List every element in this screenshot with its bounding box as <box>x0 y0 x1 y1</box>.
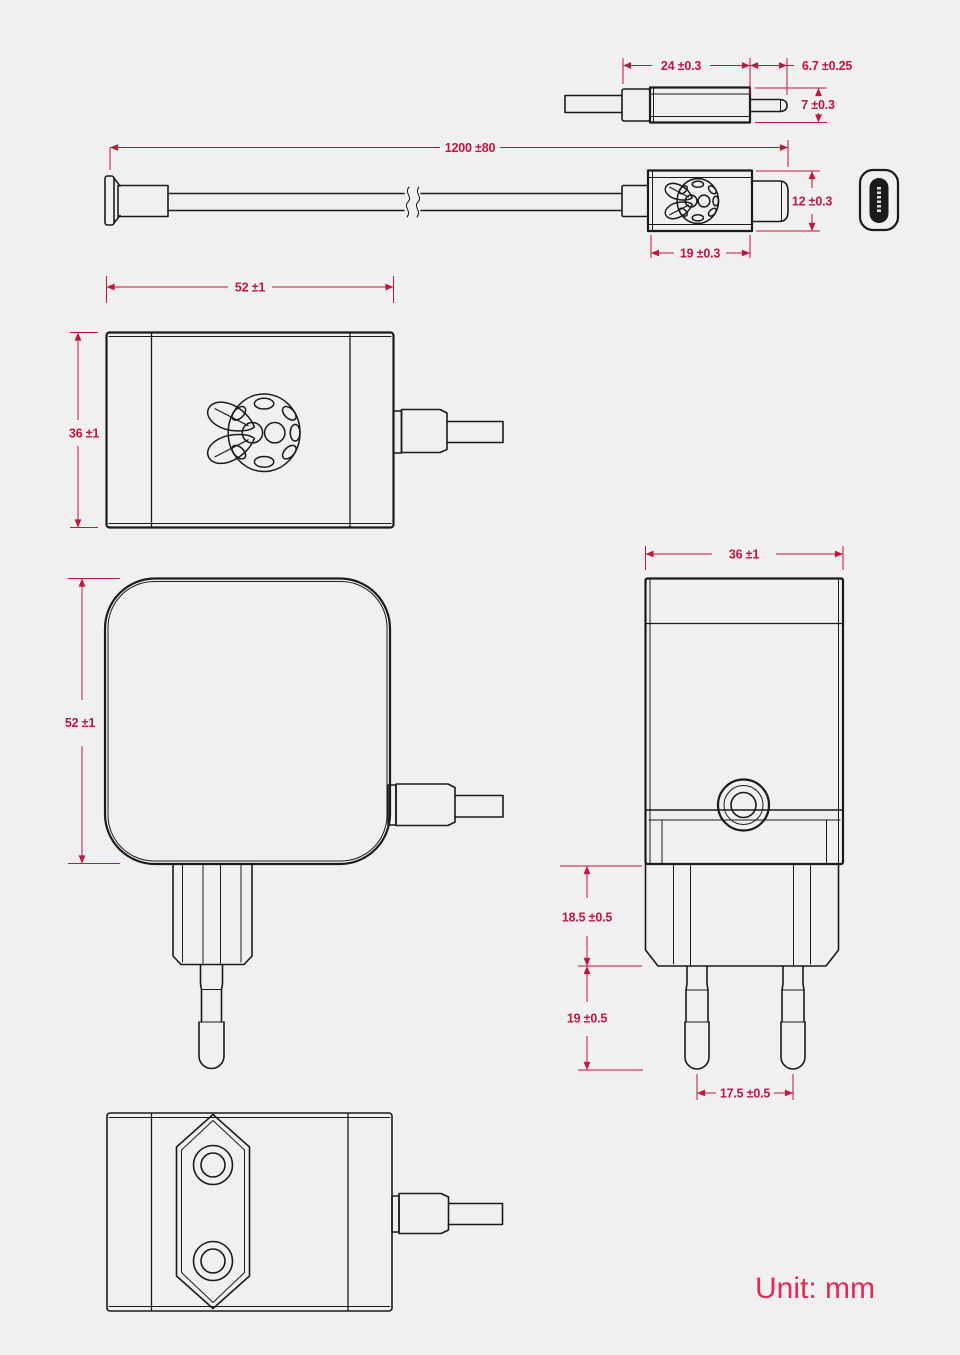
dim-connector-length: 19 ±0.3 <box>650 235 751 261</box>
cable-strain-relief <box>395 783 456 827</box>
raspberry-pi-logo-icon <box>206 393 301 473</box>
connector-body <box>646 169 754 233</box>
usb-c-plug-tip <box>751 180 789 223</box>
dim-label: 52 ±1 <box>65 716 95 730</box>
pin-bottom-circles <box>192 1240 234 1282</box>
cable-boss-circles <box>716 778 771 832</box>
unit-note: Unit: mm <box>755 1272 875 1305</box>
dim-connector-width: 12 ±0.3 <box>756 170 833 232</box>
cable-strain-relief <box>400 408 448 454</box>
raspberry-pi-logo-icon <box>664 178 719 224</box>
plug-shroud <box>644 863 840 967</box>
plug-pin-right <box>780 965 806 1070</box>
dim-shroud-height: 18.5 ±0.5 <box>560 865 642 967</box>
dim-label: 36 ±1 <box>729 548 759 562</box>
dim-psu-width: 52 ±1 <box>106 276 394 303</box>
dim-label: 24 ±0.3 <box>661 59 701 73</box>
cable-strain-relief-flange <box>104 175 115 226</box>
usb-connector-side-view <box>564 86 788 124</box>
usb-c-plug-front-view <box>858 168 900 232</box>
cable-stub <box>446 420 504 444</box>
psu-side-view <box>644 577 845 1070</box>
dim-label: 1200 ±80 <box>445 141 496 155</box>
dim-label: 52 ±1 <box>235 281 265 295</box>
connector-collar <box>621 184 649 218</box>
dim-psu-depth: 36 ±1 <box>69 332 100 528</box>
dim-label: 6.7 ±0.25 <box>802 59 852 73</box>
dim-label: 19 ±0.3 <box>680 247 720 261</box>
dim-connector-tip-length: 6.7 ±0.25 <box>750 59 853 73</box>
plug-base-outline <box>175 1113 251 1310</box>
cable-stub <box>454 794 504 818</box>
cable-exit-nub <box>391 1195 400 1233</box>
psu-front-view <box>103 577 504 1070</box>
cable-exit-nub <box>392 410 403 454</box>
dim-psu-side-width: 36 ±1 <box>645 546 844 570</box>
cable-stub <box>447 1202 504 1226</box>
dim-label: 12 ±0.3 <box>792 195 832 209</box>
dim-psu-height: 52 ±1 <box>65 578 120 864</box>
dim-label: 18.5 ±0.5 <box>562 911 612 925</box>
cable-break-symbol <box>405 186 411 218</box>
dim-label: 7 ±0.3 <box>801 98 835 112</box>
dim-label: 36 ±1 <box>69 427 99 441</box>
case-seam-lines <box>150 1113 349 1311</box>
dim-pin-spacing: 17.5 ±0.5 <box>696 1074 794 1101</box>
dim-label: 17.5 ±0.5 <box>720 1087 770 1101</box>
cable-line <box>167 192 405 212</box>
case-seam-lines <box>150 332 351 528</box>
plug-shroud <box>172 863 253 966</box>
dim-cable-length: 1200 ±80 <box>109 140 789 170</box>
cable-assembly-view <box>104 169 789 233</box>
plug-pin-left <box>684 965 710 1070</box>
plug-pin <box>198 963 225 1070</box>
dim-connector-height: 7 ±0.3 <box>755 87 835 123</box>
pin-top-circles <box>192 1144 234 1186</box>
cable-strain-relief <box>398 1192 450 1235</box>
dim-pin-length: 19 ±0.5 <box>567 966 643 1071</box>
psu-bottom-view <box>106 1112 504 1312</box>
dim-label: 19 ±0.5 <box>567 1012 607 1026</box>
psu-top-view <box>105 331 504 529</box>
